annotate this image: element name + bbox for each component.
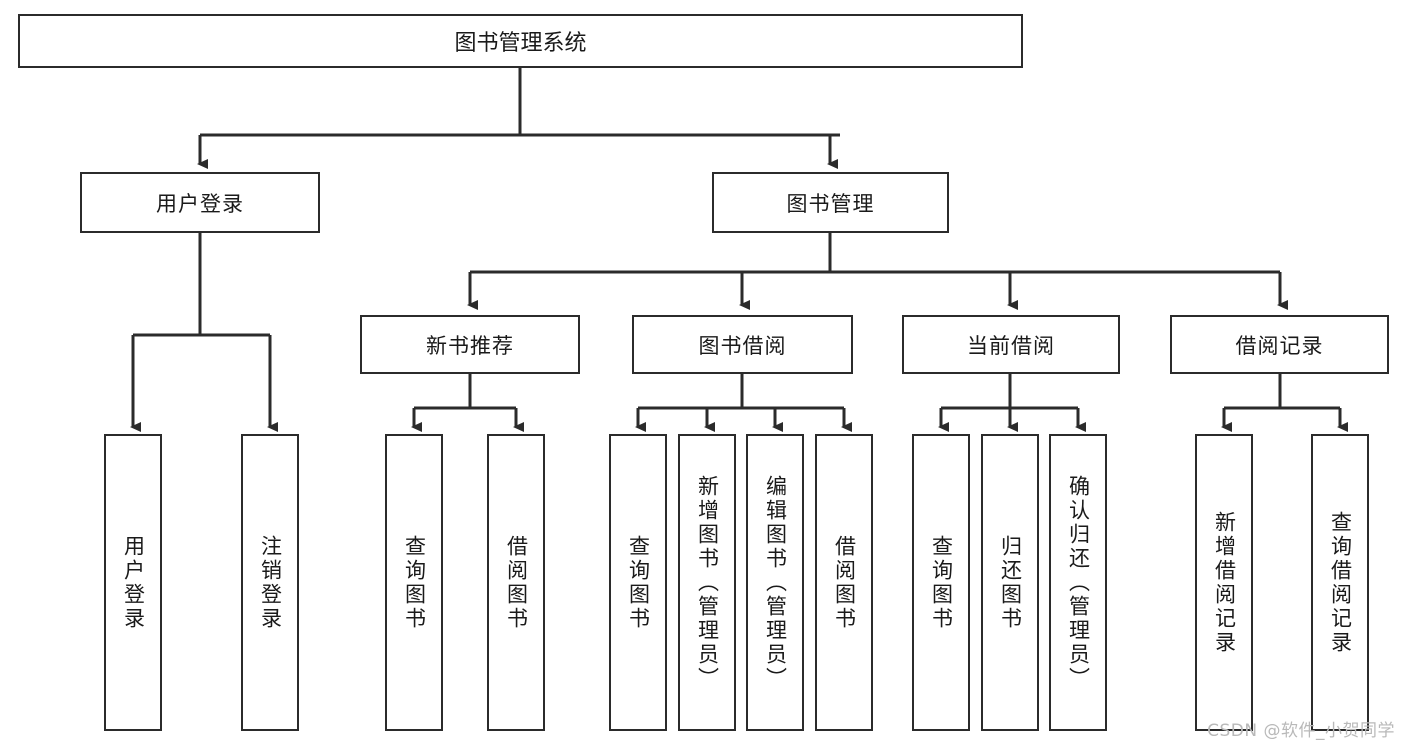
leaf-book-borrow-borrow-book[interactable]: 借阅图书 (815, 434, 873, 731)
csdn-watermark: CSDN @软件_小贺同学 (1207, 721, 1395, 741)
node-root-system[interactable]: 图书管理系统 (18, 14, 1023, 68)
node-label: 当前借阅 (967, 333, 1055, 358)
leaf-new-book-query-book[interactable]: 查询图书 (385, 434, 443, 731)
node-label: 编辑图书（管理员） (763, 474, 788, 691)
node-label: 查询图书 (626, 534, 651, 631)
node-label: 图书管理 (786, 191, 875, 216)
leaf-book-borrow-edit-book-admin[interactable]: 编辑图书（管理员） (746, 434, 804, 731)
leaf-current-borrow-query-book[interactable]: 查询图书 (912, 434, 970, 731)
node-book-management[interactable]: 图书管理 (712, 172, 949, 233)
node-label: 用户登录 (156, 191, 244, 216)
node-label: 查询图书 (402, 534, 427, 631)
node-user-login[interactable]: 用户登录 (80, 172, 320, 233)
leaf-book-borrow-query-book[interactable]: 查询图书 (609, 434, 667, 731)
leaf-user-login-logout[interactable]: 注销登录 (241, 434, 299, 731)
node-label: 新书推荐 (426, 333, 514, 358)
node-label: 新增图书（管理员） (695, 474, 720, 691)
leaf-borrow-record-add-record[interactable]: 新增借阅记录 (1195, 434, 1253, 731)
leaf-current-borrow-return-book[interactable]: 归还图书 (981, 434, 1039, 731)
node-label: 注销登录 (258, 534, 283, 631)
node-current-borrow[interactable]: 当前借阅 (902, 315, 1120, 374)
node-label: 新增借阅记录 (1212, 510, 1237, 655)
leaf-new-book-borrow-book[interactable]: 借阅图书 (487, 434, 545, 731)
node-book-borrow[interactable]: 图书借阅 (632, 315, 853, 374)
leaf-borrow-record-query-record[interactable]: 查询借阅记录 (1311, 434, 1369, 731)
node-label: 查询借阅记录 (1328, 510, 1353, 655)
node-new-book-recommend[interactable]: 新书推荐 (360, 315, 580, 374)
leaf-user-login-login[interactable]: 用户登录 (104, 434, 162, 731)
leaf-current-borrow-confirm-return-admin[interactable]: 确认归还（管理员） (1049, 434, 1107, 731)
node-label: 用户登录 (121, 534, 146, 631)
node-label: 归还图书 (998, 534, 1023, 631)
node-label: 借阅记录 (1235, 333, 1324, 358)
node-label: 借阅图书 (504, 534, 529, 631)
leaf-book-borrow-add-book-admin[interactable]: 新增图书（管理员） (678, 434, 736, 731)
node-borrow-record[interactable]: 借阅记录 (1170, 315, 1389, 374)
node-label: 查询图书 (929, 534, 954, 631)
node-label: 图书管理系统 (454, 31, 587, 56)
node-label: 图书借阅 (698, 333, 787, 358)
node-label: 借阅图书 (832, 534, 857, 631)
node-label: 确认归还（管理员） (1066, 474, 1091, 691)
